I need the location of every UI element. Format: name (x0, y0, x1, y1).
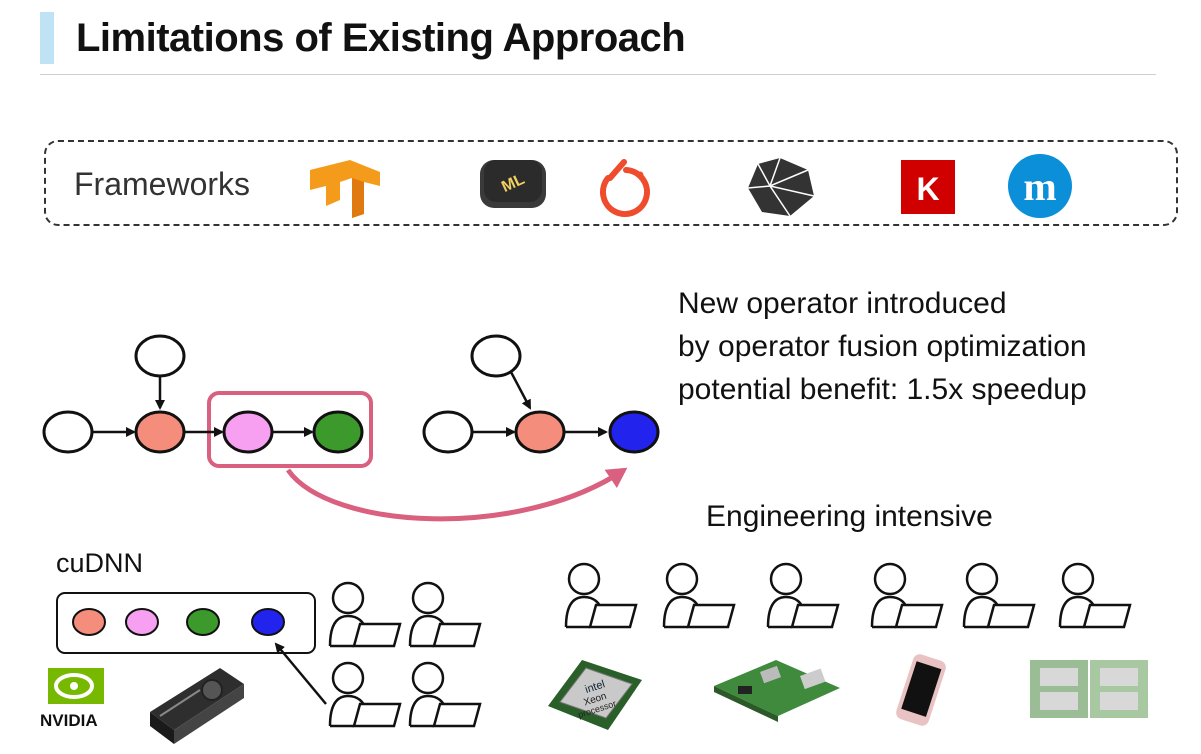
engineering-label: Engineering intensive (706, 500, 993, 533)
gpu-card-icon (150, 668, 244, 744)
engineer-icon (408, 581, 482, 648)
svg-text:intel: intel (584, 678, 607, 696)
keras-icon: K (901, 160, 955, 214)
svg-text:K: K (916, 171, 939, 207)
engineer-icon (870, 562, 944, 629)
fusion-arrow (285, 467, 628, 522)
svg-text:NVIDIA: NVIDIA (40, 711, 98, 730)
pytorch-icon (600, 159, 650, 217)
intel-cpu-icon: intel Xeon processor (548, 660, 642, 730)
svg-text:m: m (1023, 164, 1056, 209)
engineer-icon (328, 661, 402, 728)
title-accent-bar (40, 12, 54, 64)
caffe2-icon (747, 157, 815, 217)
fusion-note-line1: New operator introduced (678, 287, 1007, 320)
coreml-icon: ML (480, 160, 546, 208)
nvidia-logo-icon: NVIDIA (40, 668, 104, 730)
mxnet-icon: m (1008, 154, 1072, 218)
engineer-icon (408, 661, 482, 728)
cudnn-label: cuDNN (56, 548, 144, 578)
original-graph (42, 334, 373, 468)
engineer-icon (1058, 562, 1132, 629)
engineer-icon (662, 562, 736, 629)
cudnn-operators-box (56, 592, 316, 654)
accelerator-board-icon (1030, 660, 1148, 718)
frameworks-label: Frameworks (74, 166, 251, 202)
raspberry-pi-icon (714, 660, 840, 722)
tensorflow-icon (310, 160, 380, 218)
engineer-icon (564, 562, 638, 629)
frameworks-box (44, 140, 1178, 226)
engineer-icon (328, 581, 402, 648)
engineer-icon (766, 562, 840, 629)
slide-title: Limitations of Existing Approach (76, 16, 686, 60)
fusion-note-line3: potential benefit: 1.5x speedup (678, 373, 1087, 406)
fusion-note-line2: by operator fusion optimization (678, 330, 1087, 363)
cudnn-arrow (274, 642, 327, 705)
fused-graph (422, 334, 660, 454)
smartphone-icon (896, 654, 946, 726)
fusion-highlight-box (207, 391, 373, 468)
engineer-icon (962, 562, 1036, 629)
title-divider (40, 74, 1156, 75)
